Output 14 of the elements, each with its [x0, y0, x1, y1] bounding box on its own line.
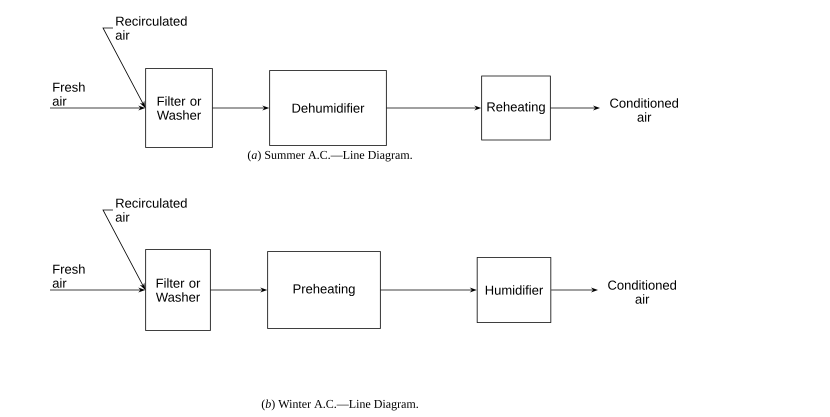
process-box: Filter or Washer	[145, 68, 213, 148]
process-box: Dehumidifier	[269, 70, 387, 146]
inlet-label: Fresh air	[52, 264, 85, 288]
process-box: Filter or Washer	[145, 249, 211, 331]
outlet-label: Conditioned air	[610, 98, 678, 122]
caption: (b) Winter A.C.—Line Diagram.	[262, 400, 418, 410]
inlet-label: Recirculated air	[116, 198, 187, 222]
process-box: Reheating	[481, 76, 551, 140]
outlet-label: Conditioned air	[608, 280, 676, 304]
process-box: Preheating	[267, 251, 381, 329]
inlet-label: Fresh air	[52, 82, 85, 106]
process-box: Humidifier	[476, 257, 552, 323]
inlet-label: Recirculated air	[116, 16, 187, 40]
caption: (a) Summer A.C.—Line Diagram.	[248, 150, 412, 162]
